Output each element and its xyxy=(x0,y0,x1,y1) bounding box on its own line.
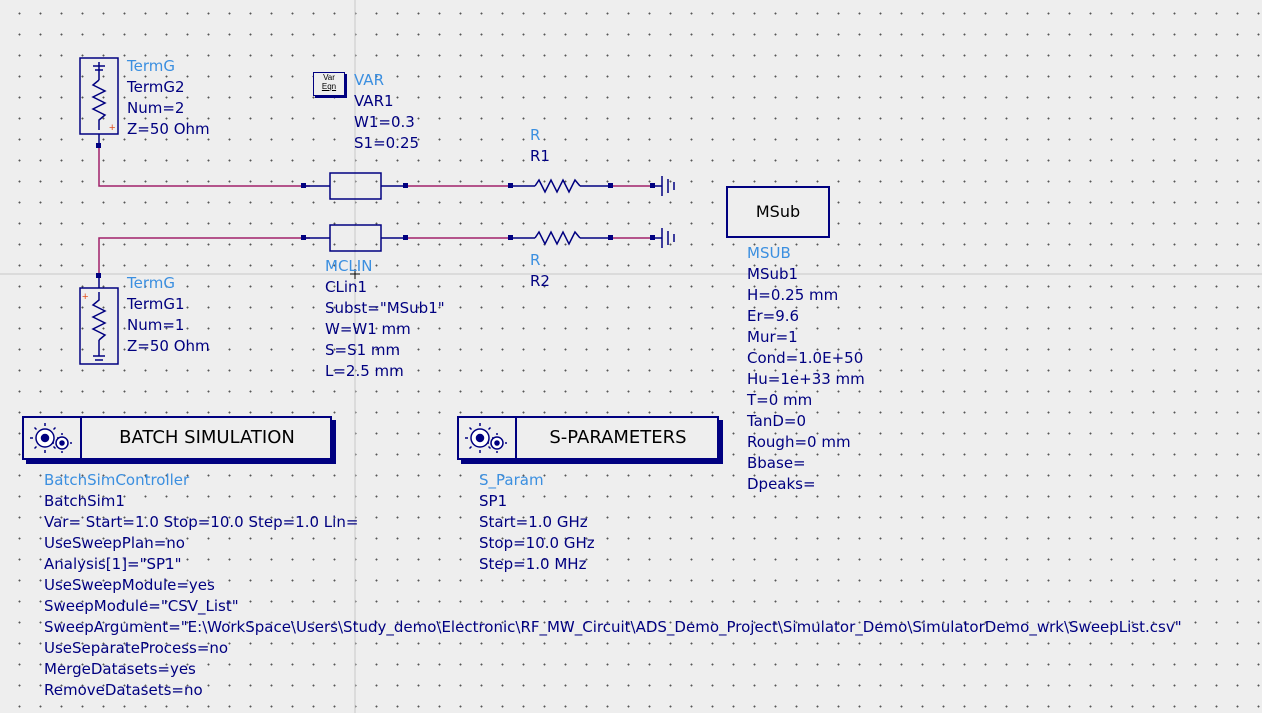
batch-line: SweepModule="CSV_List" xyxy=(44,597,239,615)
msub-line: Er=9.6 xyxy=(747,307,800,325)
mclin-type: MCLIN xyxy=(325,257,373,275)
msub-line: Rough=0 mm xyxy=(747,433,851,451)
svg-text:+: + xyxy=(109,122,115,134)
batch-line: SweepArgument="E:\WorkSpace\Users\Study_… xyxy=(44,618,1182,636)
gear-icon xyxy=(459,418,517,458)
mclin-line: S=S1 mm xyxy=(325,341,401,359)
var-line: VAR1 xyxy=(354,92,394,110)
var-icon-line-2: Eqn xyxy=(321,82,337,91)
batch-line: MergeDatasets=yes xyxy=(44,660,196,678)
batch-simulation-block[interactable]: BATCH SIMULATION xyxy=(22,416,332,460)
batch-line: Var= Start=1.0 Stop=10.0 Step=1.0 Lin= xyxy=(44,513,359,531)
msub-line: H=0.25 mm xyxy=(747,286,839,304)
msub-line: Hu=1e+33 mm xyxy=(747,370,865,388)
var-line: W1=0.3 xyxy=(354,113,415,131)
sparam-line: Start=1.0 GHz xyxy=(479,513,588,531)
s-parameters-title: S-PARAMETERS xyxy=(549,427,687,448)
var-eqn-icon[interactable]: Var Eqn xyxy=(313,72,345,96)
r2-type: R xyxy=(530,251,541,269)
var-icon-line-1: Var xyxy=(323,73,335,82)
msub-box-label: MSub xyxy=(755,202,801,221)
msub-label[interactable]: MSUB MSub1 H=0.25 mm Er=9.6 Mur=1 Cond=1… xyxy=(747,243,865,495)
batch-line: BatchSim1 xyxy=(44,492,125,510)
r1-symbol[interactable] xyxy=(510,178,610,194)
termg2-label[interactable]: TermG TermG2 Num=2 Z=50 Ohm xyxy=(127,56,210,140)
mclin-symbol[interactable] xyxy=(304,172,406,252)
svg-text:+: + xyxy=(82,291,88,303)
msub-line: MSub1 xyxy=(747,265,799,283)
batch-line: UseSeparateProcess=no xyxy=(44,639,229,657)
ground-2-icon xyxy=(652,228,675,248)
batch-line: RemoveDatasets=no xyxy=(44,681,203,699)
r2-label[interactable]: R R2 xyxy=(530,250,550,292)
var-label[interactable]: VAR VAR1 W1=0.3 S1=0.25 xyxy=(354,70,419,154)
batch-simulation-title: BATCH SIMULATION xyxy=(119,427,295,448)
mclin-line: CLin1 xyxy=(325,278,368,296)
r1-line: R1 xyxy=(530,147,550,165)
termg1-line: Num=1 xyxy=(127,316,185,334)
mclin-line: Subst="MSub1" xyxy=(325,299,445,317)
crosshair-cursor-icon xyxy=(350,269,360,279)
sparam-line: Stop=10.0 GHz xyxy=(479,534,595,552)
batch-line: UseSweepPlan=no xyxy=(44,534,185,552)
msub-line: Dpeaks= xyxy=(747,475,816,493)
r1-label[interactable]: R R1 xyxy=(530,125,550,167)
sparam-line: SP1 xyxy=(479,492,508,510)
sparam-line: Step=1.0 MHz xyxy=(479,555,587,573)
batch-type: BatchSimController xyxy=(44,471,190,489)
gear-icon xyxy=(24,418,82,458)
wire-termg2-to-clin[interactable] xyxy=(98,146,310,187)
msub-symbol[interactable]: MSub xyxy=(726,186,830,238)
msub-line: Bbase= xyxy=(747,454,806,472)
wire-termg1-to-clin[interactable] xyxy=(98,237,310,276)
termg2-line: Num=2 xyxy=(127,99,185,117)
msub-line: Cond=1.0E+50 xyxy=(747,349,864,367)
termg2-line: Z=50 Ohm xyxy=(127,120,210,138)
r2-symbol[interactable] xyxy=(510,230,610,246)
batch-line: Analysis[1]="SP1" xyxy=(44,555,182,573)
termg1-line: TermG1 xyxy=(127,295,185,313)
termg1-line: Z=50 Ohm xyxy=(127,337,210,355)
msub-type: MSUB xyxy=(747,244,791,262)
msub-line: Mur=1 xyxy=(747,328,798,346)
r2-line: R2 xyxy=(530,272,550,290)
termg2-type: TermG xyxy=(127,57,175,75)
s-parameters-block[interactable]: S-PARAMETERS xyxy=(457,416,719,460)
msub-line: T=0 mm xyxy=(747,391,813,409)
sparam-type: S_Param xyxy=(479,471,544,489)
msub-line: TanD=0 xyxy=(747,412,807,430)
var-line: S1=0.25 xyxy=(354,134,420,152)
termg1-type: TermG xyxy=(127,274,175,292)
sparam-label[interactable]: S_Param SP1 Start=1.0 GHz Stop=10.0 GHz … xyxy=(479,470,595,575)
r1-type: R xyxy=(530,126,541,144)
termg2-symbol[interactable]: + xyxy=(79,57,119,146)
mclin-label[interactable]: MCLIN CLin1 Subst="MSub1" W=W1 mm S=S1 m… xyxy=(325,256,445,382)
ground-1-icon xyxy=(652,176,675,196)
pin-markers xyxy=(96,143,655,278)
mclin-line: W=W1 mm xyxy=(325,320,411,338)
batch-line: UseSweepModule=yes xyxy=(44,576,215,594)
termg2-line: TermG2 xyxy=(127,78,185,96)
termg1-label[interactable]: TermG TermG1 Num=1 Z=50 Ohm xyxy=(127,273,210,357)
mclin-line: L=2.5 mm xyxy=(325,362,404,380)
batch-label[interactable]: BatchSimController BatchSim1 Var= Start=… xyxy=(44,470,1182,701)
termg1-symbol[interactable]: + xyxy=(79,276,119,365)
var-type: VAR xyxy=(354,71,384,89)
